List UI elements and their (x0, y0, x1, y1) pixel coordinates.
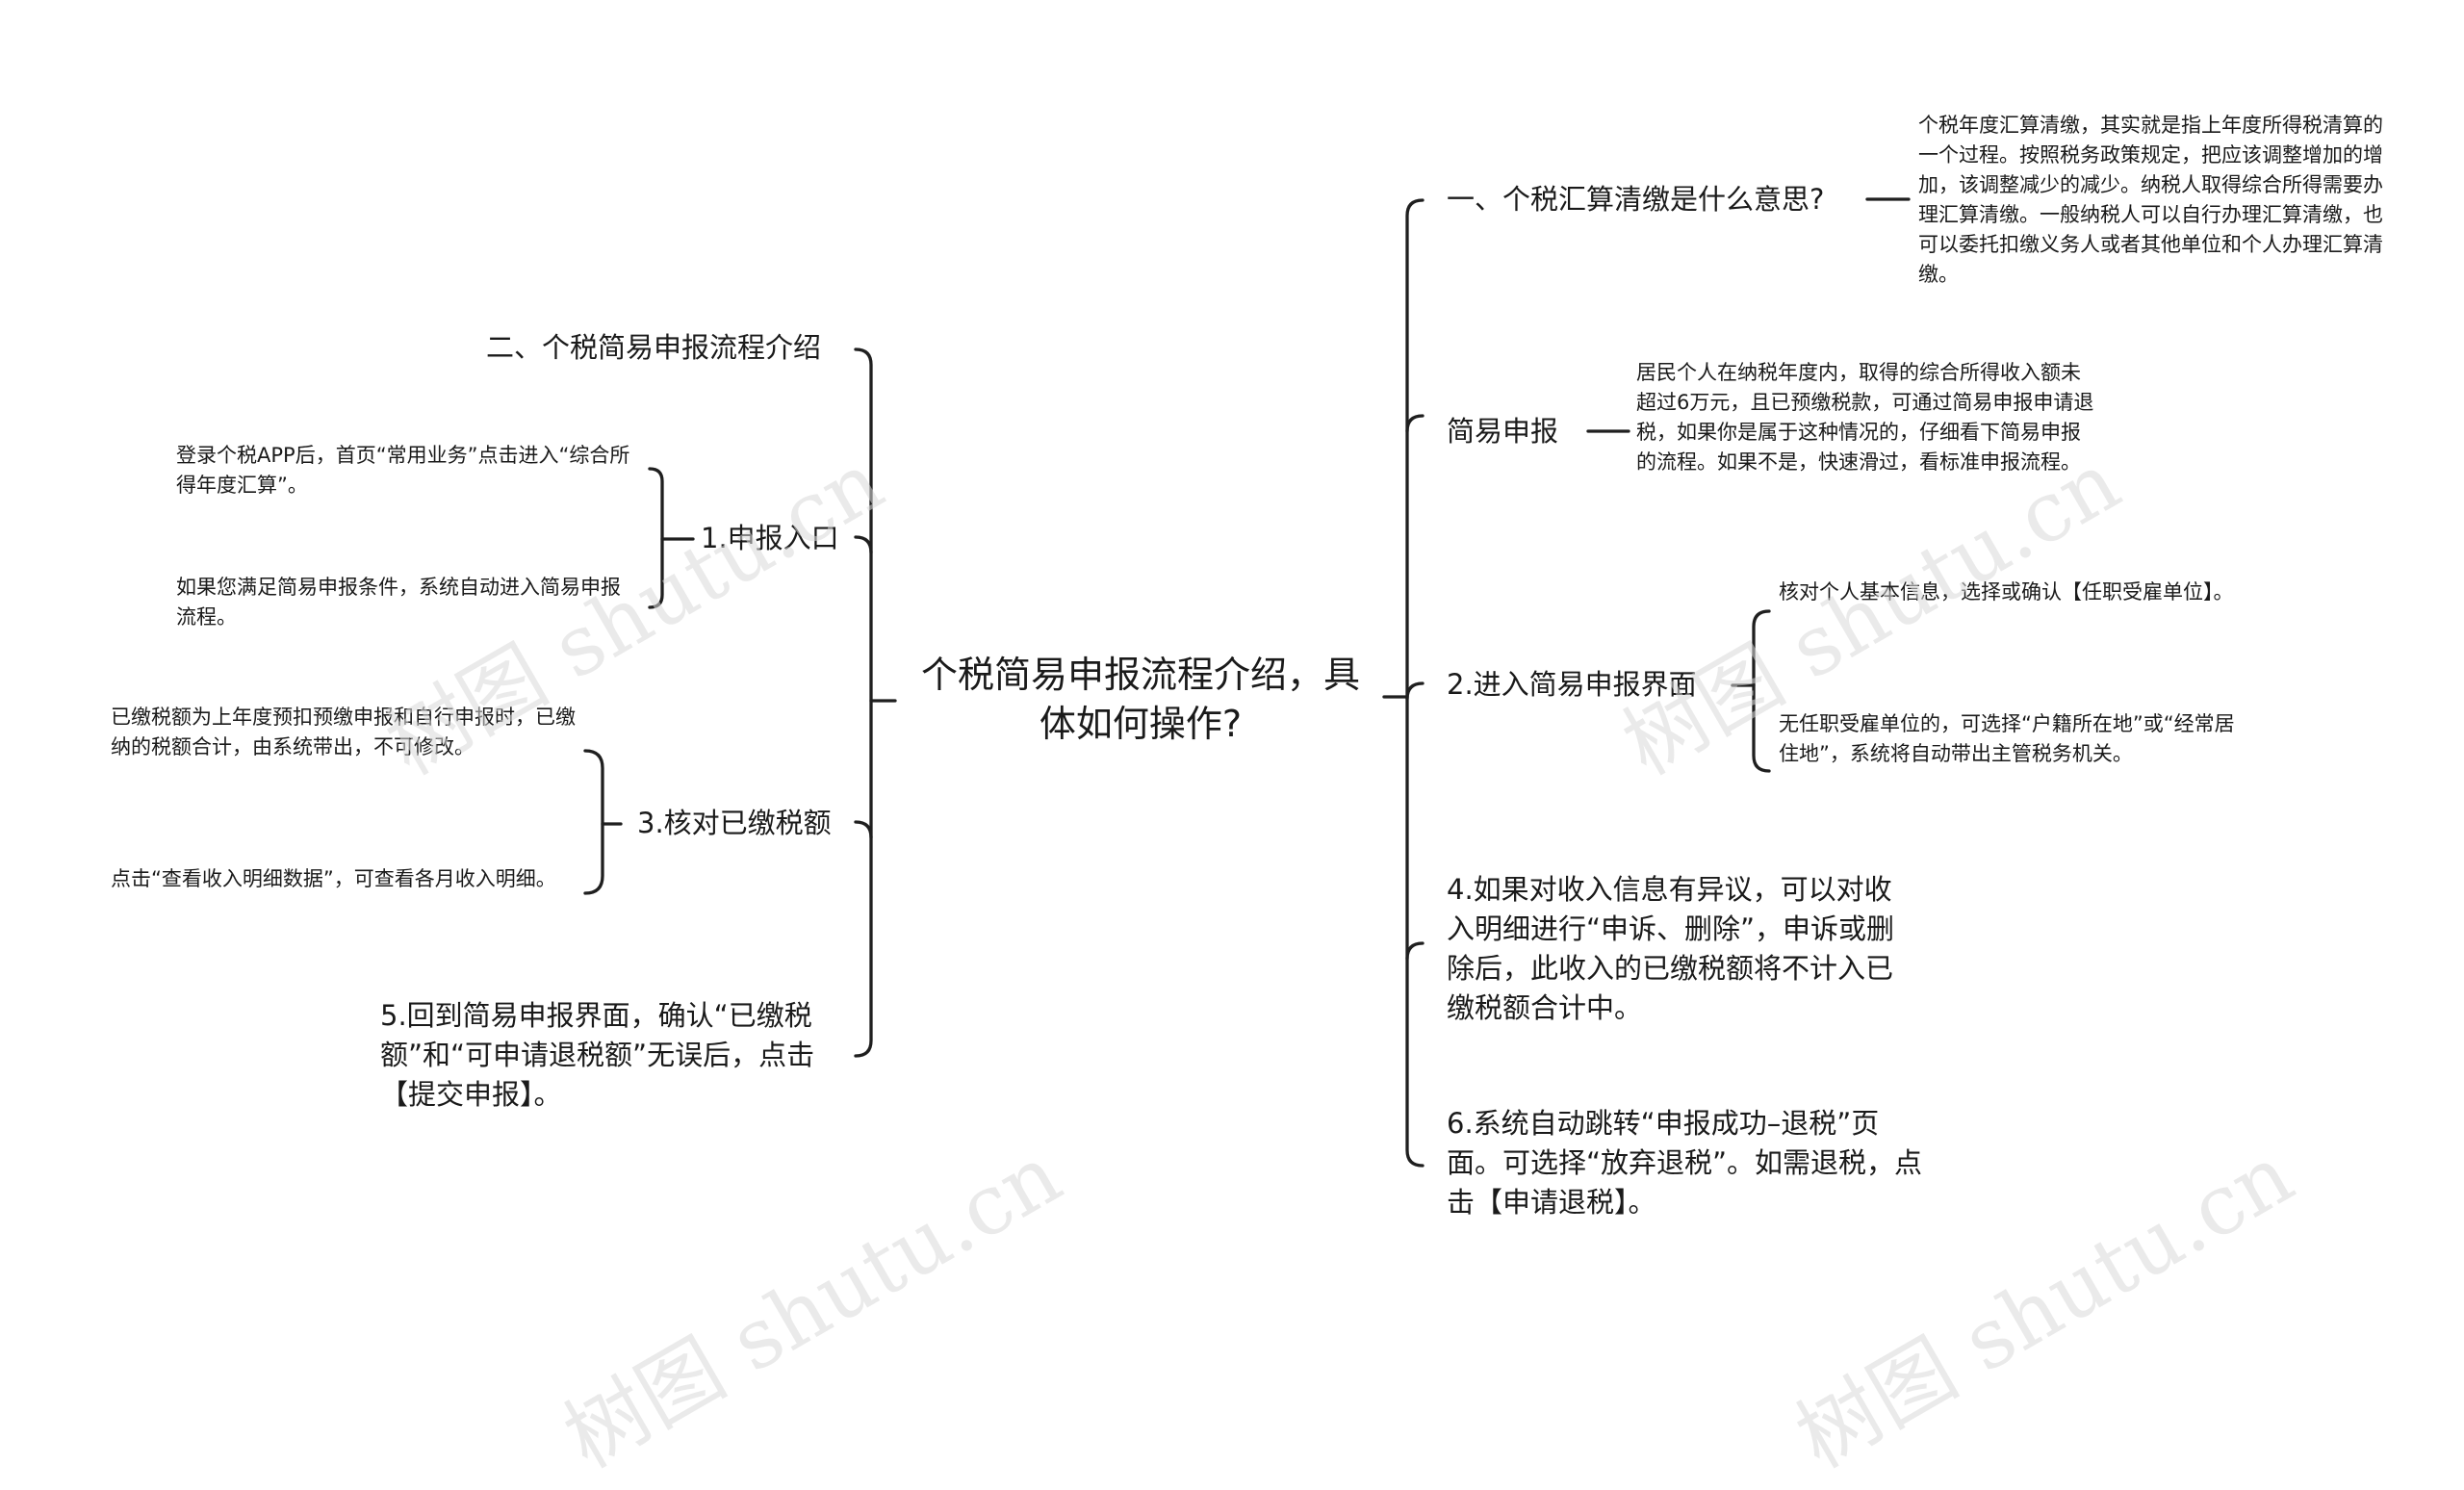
right-tick-2 (1405, 681, 1424, 701)
enter-leaf-2: 无任职受雇单位的，可选择“户籍所在地”或“经常居住地”，系统将自动带出主管税务机… (1779, 712, 2235, 765)
simple-detail: 居民个人在纳税年度内，取得的综合所得收入额未超过6万元，且已预缴税款，可通过简易… (1636, 361, 2094, 474)
simple-label: 简易申报 (1447, 415, 1559, 448)
entry-leaf-1: 登录个税APP后，首页“常用业务”点击进入“综合所得年度汇算”。 (176, 444, 630, 497)
left-bracket (854, 347, 873, 1058)
connector-lines (583, 197, 1911, 1168)
right-tick-3 (1405, 941, 1424, 961)
right-tick-1 (1405, 414, 1424, 433)
what-detail: 个税年度汇算清缴，其实就是指上年度所得税清算的一个过程。按照税务政策规定，把应该… (1918, 114, 2383, 286)
enter-leaf-1: 核对个人基本信息，选择或确认【任职受雇单位】。 (1779, 580, 2234, 604)
verify-label: 3.核对已缴税额 (637, 807, 832, 839)
entry-bracket (648, 467, 664, 609)
left-tick-1 (854, 535, 873, 554)
what-label: 一、个税汇算清缴是什么意思? (1447, 183, 1825, 216)
entry-leaf-2: 如果您满足简易申报条件，系统自动进入简易申报流程。 (176, 576, 621, 629)
root-title: 个税简易申报流程介绍，具体如何操作? (920, 654, 1360, 745)
left-tick-2 (854, 820, 873, 839)
right-bracket (1405, 198, 1424, 1168)
entry-label: 1.申报入口 (701, 522, 839, 554)
verify-bracket (583, 749, 604, 895)
verify-leaf-1: 已缴税额为上年度预扣预缴申报和自行申报时，已缴纳的税额合计，由系统带出，不可修改… (111, 706, 576, 758)
enter-bracket (1752, 609, 1771, 773)
enter-label: 2.进入简易申报界面 (1447, 668, 1697, 701)
step6-text: 6.系统自动跳转“申报成功–退税”页面。可选择“放弃退税”。如需退税，点击【申请… (1447, 1107, 1923, 1219)
step4-text: 4.如果对收入信息有异议，可以对收入明细进行“申诉、删除”，申诉或删除后，此收入… (1447, 873, 1895, 1024)
step5-text: 5.回到简易申报界面，确认“已缴税额”和“可申请退税额”无误后，点击【提交申报】… (380, 999, 815, 1111)
section-process-title: 二、个税简易申报流程介绍 (486, 331, 822, 364)
verify-leaf-2: 点击“查看收入明细数据”，可查看各月收入明细。 (111, 867, 556, 890)
